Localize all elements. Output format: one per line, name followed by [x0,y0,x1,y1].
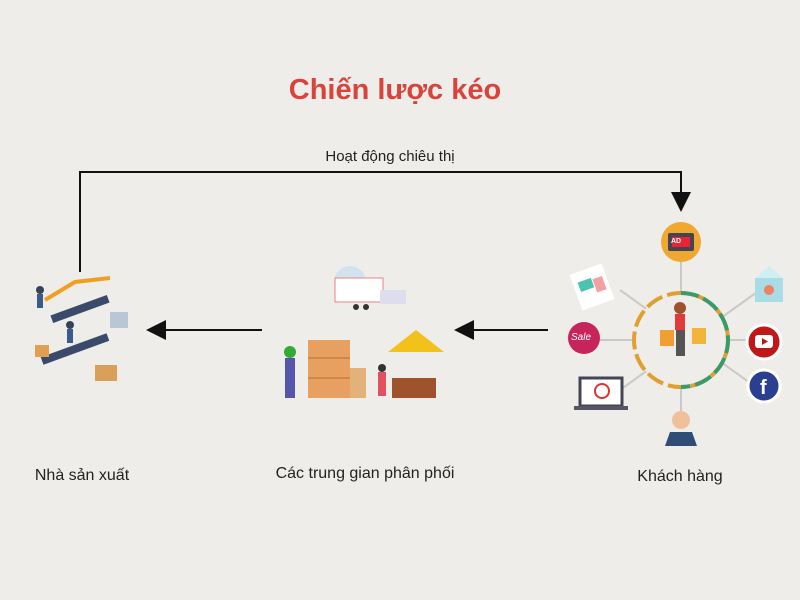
warehouse-market-icon [284,266,444,398]
node-label-producer: Nhà sản xuất [34,467,130,484]
tv-ad-icon [661,222,701,262]
ad-text: AD [671,238,682,245]
factory-icon [35,276,128,381]
sale-text: Sale [571,332,592,343]
newspaper-icon [569,263,615,311]
promotion-flow-arrow [79,171,691,272]
page-title: Chiến lược kéo [288,74,502,106]
youtube-icon [745,323,783,361]
shopper-icon [600,258,761,422]
email-icon [755,266,783,302]
facebook-icon: f [746,368,782,404]
search-laptop-icon [574,376,628,410]
support-agent-icon [665,411,697,446]
promotion-label: Hoạt động chiêu thị [325,148,455,165]
node-label-intermediaries: Các trung gian phân phối [275,465,455,482]
node-label-customer: Khách hàng [637,468,723,485]
svg-text:f: f [760,377,767,399]
sale-badge-icon [568,322,600,354]
